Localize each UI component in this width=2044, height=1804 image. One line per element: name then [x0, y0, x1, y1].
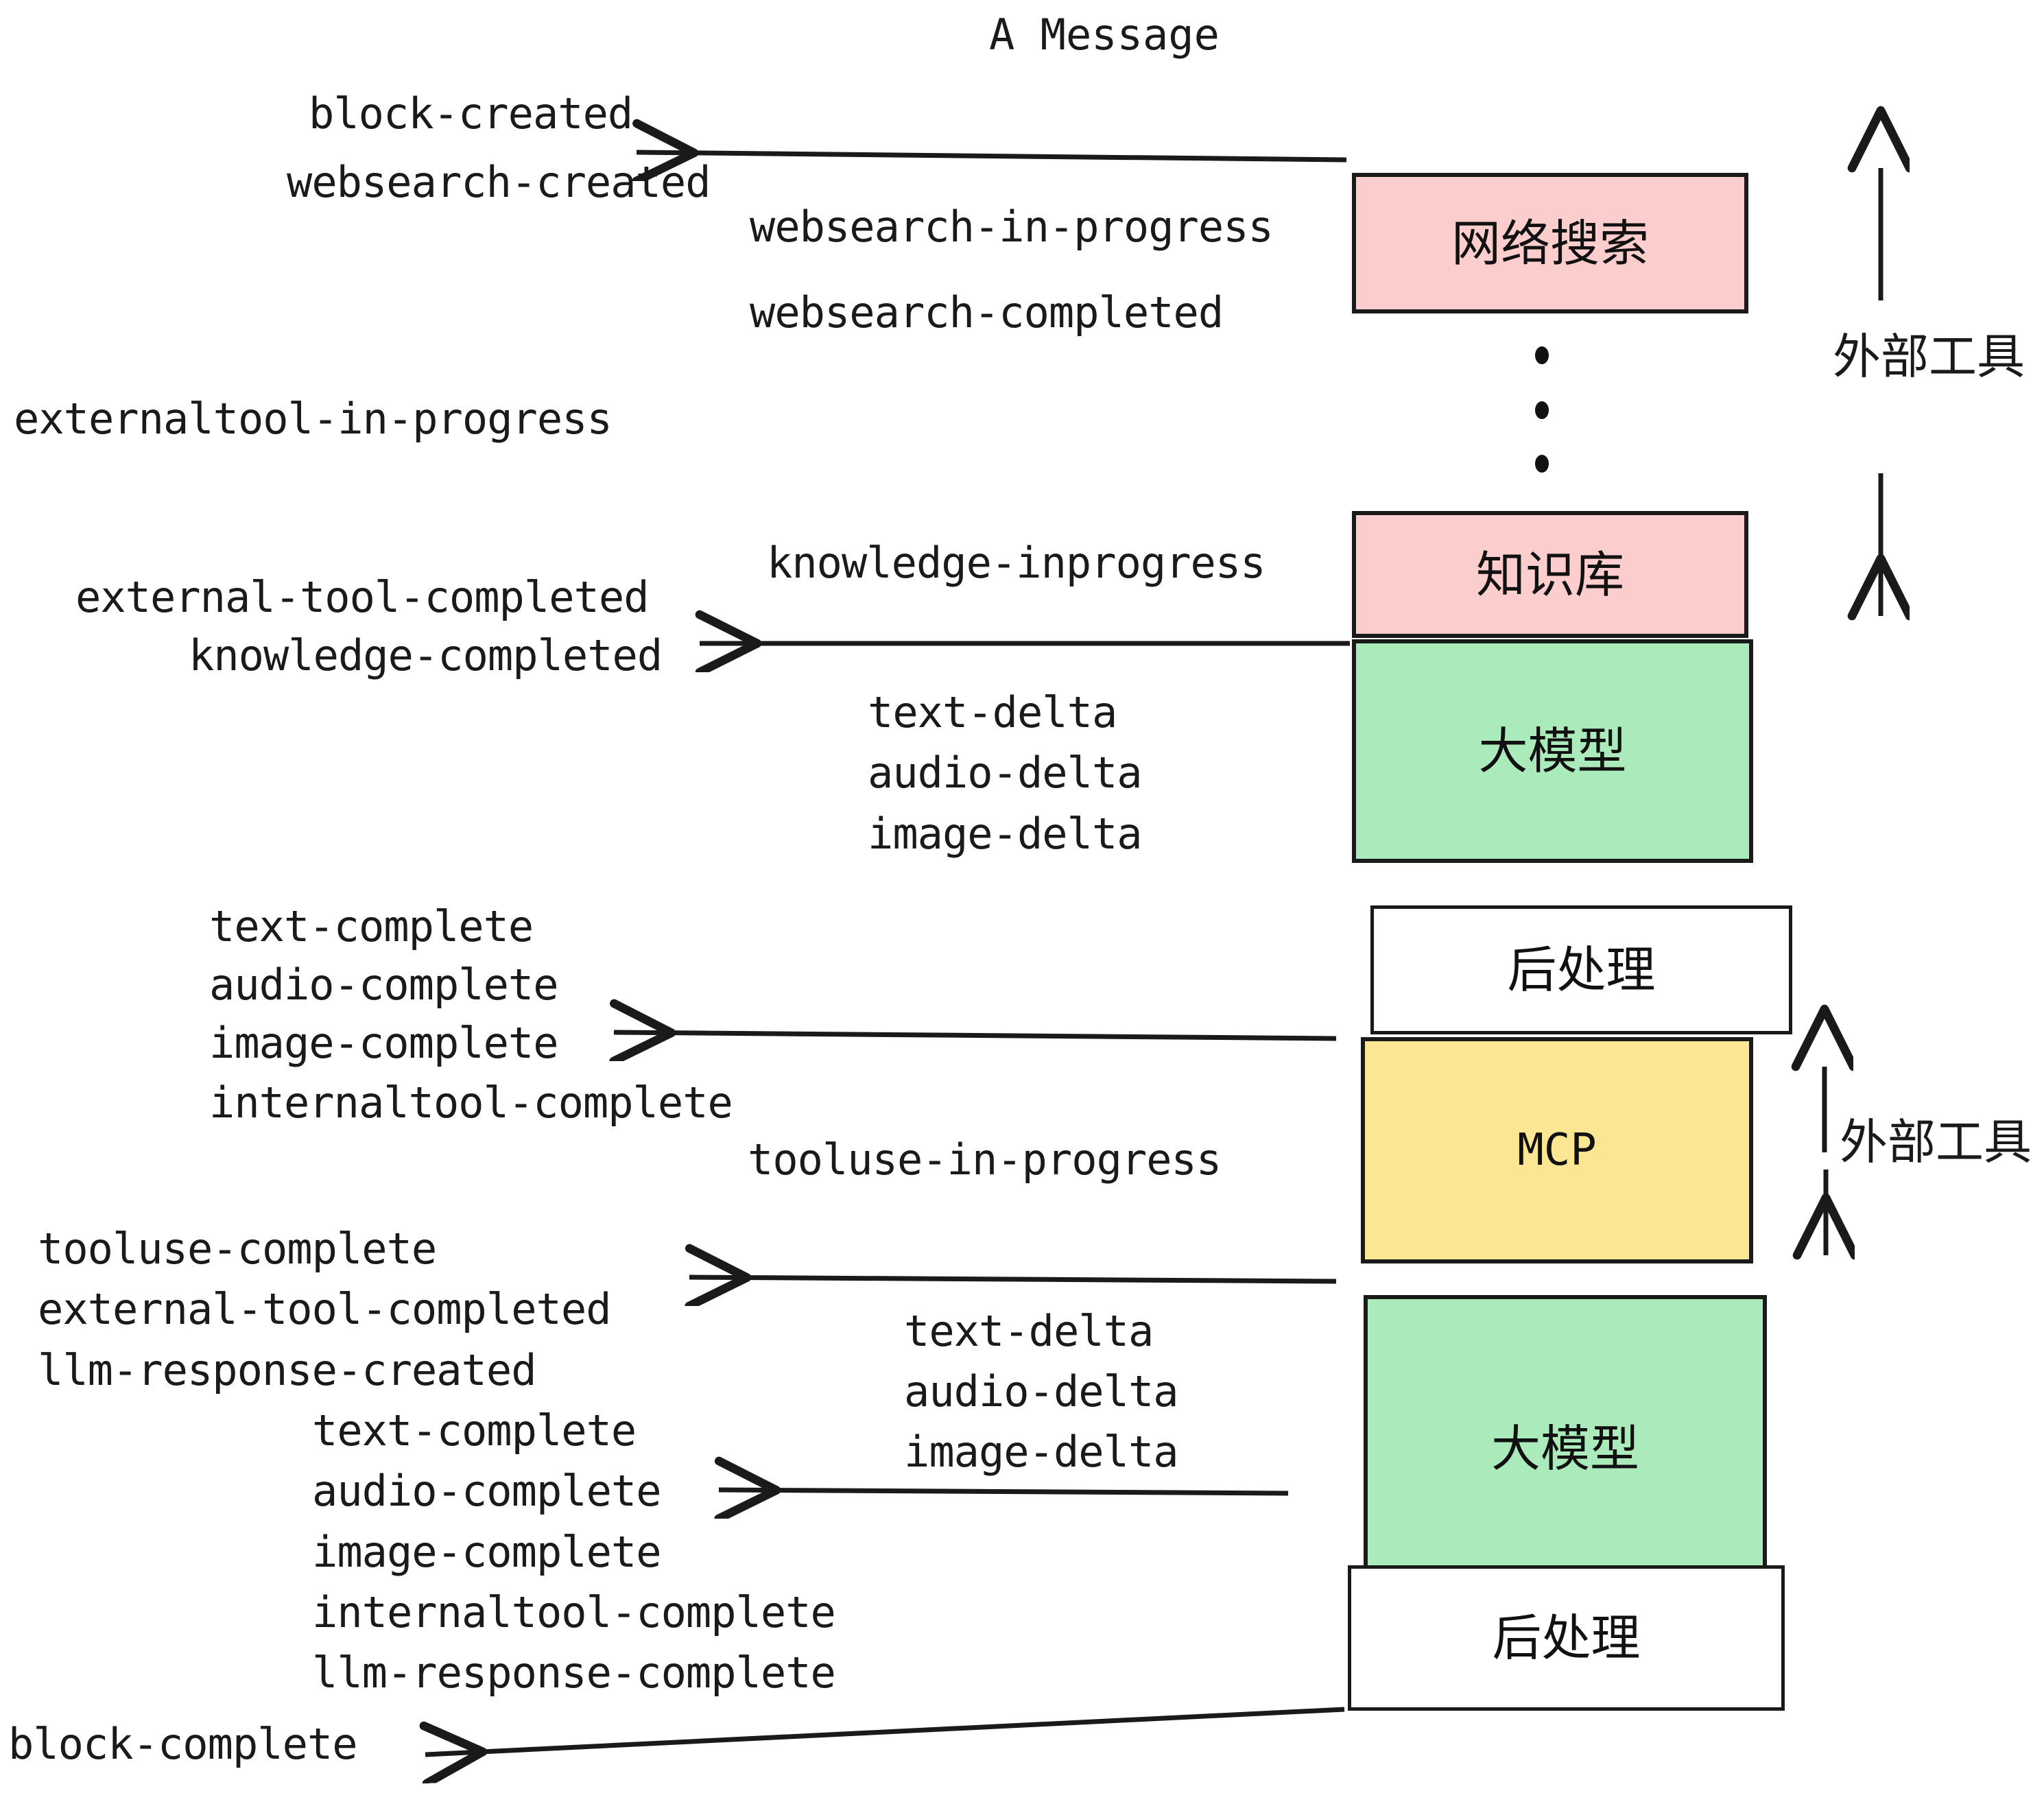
event-label-audio-delta-2: audio-delta: [904, 1366, 1179, 1416]
arrow-websearch-to-block-created: [637, 152, 1347, 160]
event-label-audio-complete-2: audio-complete: [312, 1466, 662, 1516]
arrow-llm-to-audio-complete: [719, 1490, 1289, 1493]
event-label-externaltool-in-progress: externaltool-in-progress: [14, 394, 613, 444]
event-label-block-created: block-created: [309, 88, 633, 139]
event-label-websearch-created: websearch-created: [287, 157, 711, 207]
event-label-audio-delta-1: audio-delta: [868, 748, 1143, 798]
side-label-external-tools-top: 外部工具: [1833, 329, 2025, 385]
event-label-tooluse-in-progress: tooluse-in-progress: [748, 1135, 1222, 1185]
component-box-mcp: MCP: [1361, 1037, 1753, 1263]
event-label-text-complete-1: text-complete: [209, 901, 534, 951]
component-box-llm-top-label: 大模型: [1478, 722, 1627, 780]
event-label-knowledge-completed: knowledge-completed: [189, 630, 663, 680]
event-label-text-delta-2: text-delta: [904, 1306, 1154, 1356]
event-label-text-complete-2: text-complete: [312, 1405, 637, 1456]
event-label-text-delta-1: text-delta: [868, 687, 1117, 737]
component-box-llm-bottom: 大模型: [1364, 1295, 1767, 1602]
component-box-post-bottom: 后处理: [1348, 1565, 1785, 1711]
event-label-image-delta-1: image-delta: [868, 809, 1143, 859]
event-label-external-tool-completed-1: external-tool-completed: [75, 572, 650, 622]
event-label-external-tool-completed-2: external-tool-completed: [38, 1284, 612, 1334]
event-label-llm-response-created: llm-response-created: [38, 1345, 537, 1395]
event-label-image-complete-2: image-complete: [312, 1527, 662, 1577]
ellipsis-dot: [1535, 401, 1549, 419]
event-label-image-delta-2: image-delta: [904, 1427, 1179, 1477]
component-box-knowledge-label: 知识库: [1475, 545, 1624, 604]
event-label-block-complete: block-complete: [8, 1719, 358, 1769]
event-label-internaltool-complete-2: internaltool-complete: [312, 1587, 836, 1637]
arrow-post-to-image-complete: [614, 1032, 1337, 1039]
event-label-llm-response-complete: llm-response-complete: [312, 1648, 836, 1698]
arrow-post-to-block-complete: [425, 1707, 1345, 1755]
event-label-tooluse-complete: tooluse-complete: [38, 1224, 437, 1274]
event-label-internaltool-complete-1: internaltool-complete: [209, 1078, 733, 1128]
component-box-knowledge: 知识库: [1352, 511, 1748, 638]
component-box-llm-top: 大模型: [1352, 639, 1753, 863]
component-box-mcp-label: MCP: [1517, 1125, 1597, 1176]
component-box-llm-bottom-label: 大模型: [1490, 1420, 1639, 1477]
component-box-post-top-label: 后处理: [1507, 941, 1656, 999]
component-box-post-top: 后处理: [1370, 905, 1792, 1034]
component-box-websearch-label: 网络搜索: [1451, 214, 1649, 272]
event-label-image-complete-1: image-complete: [209, 1018, 559, 1068]
component-box-post-bottom-label: 后处理: [1492, 1609, 1641, 1667]
event-label-websearch-completed: websearch-completed: [750, 287, 1224, 337]
side-label-external-tools-bottom: 外部工具: [1840, 1114, 2032, 1170]
event-label-knowledge-inprogress: knowledge-inprogress: [767, 538, 1266, 588]
ellipsis-dot: [1535, 346, 1549, 364]
event-label-websearch-in-progress: websearch-in-progress: [750, 202, 1274, 252]
event-label-audio-complete-1: audio-complete: [209, 960, 559, 1010]
page-title: A Message: [989, 10, 1220, 60]
ellipsis-dot: [1535, 455, 1549, 473]
arrow-mcp-to-tooluse-complete: [689, 1277, 1337, 1281]
component-box-websearch: 网络搜索: [1352, 173, 1748, 313]
